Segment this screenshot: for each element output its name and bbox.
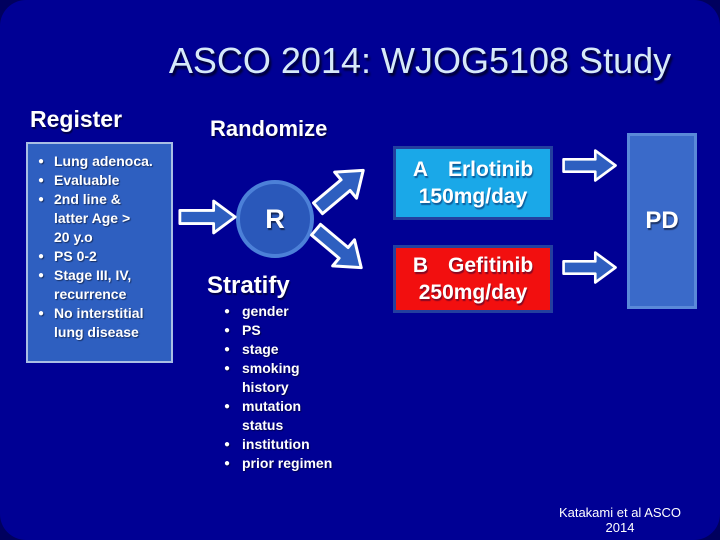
stratify-item-text: smoking history (242, 360, 300, 395)
bullet-icon: ● (37, 194, 45, 205)
register-criteria-list: ● Lung adenoca. ● Evaluable ● 2nd line &… (28, 144, 171, 342)
stratify-item-text: institution (242, 436, 310, 452)
stratify-factors-list: ● gender ● PS ● stage ● smoking history … (212, 302, 377, 473)
register-item-text: No interstitial lung disease (54, 305, 144, 340)
arrow-arm-b-to-pd-icon (559, 249, 621, 286)
bullet-icon: ● (37, 251, 45, 262)
randomization-node: R (236, 180, 314, 258)
stratify-list-item: ● stage (212, 340, 377, 359)
randomization-node-label: R (265, 203, 285, 234)
register-list-item: ● PS 0-2 (28, 247, 171, 266)
bullet-icon: ● (223, 363, 231, 374)
register-list-item: ● Stage III, IV, recurrence (28, 266, 171, 304)
register-list-item: ● Lung adenoca. (28, 152, 171, 171)
arm-b-line1: B Gefitinib (413, 252, 533, 279)
bullet-icon: ● (223, 439, 231, 450)
citation: Katakami et al ASCO 2014 (535, 505, 705, 535)
arm-a-erlotinib-box: A Erlotinib 150mg/day (393, 146, 553, 220)
stratify-item-text: prior regimen (242, 455, 333, 471)
stratify-list-item: ● institution (212, 435, 377, 454)
bullet-icon: ● (223, 401, 231, 412)
stratify-list-item: ● gender (212, 302, 377, 321)
arrow-randomize-to-arm-a-icon (301, 151, 380, 227)
bullet-icon: ● (37, 156, 45, 167)
register-criteria-box: ● Lung adenoca. ● Evaluable ● 2nd line &… (26, 142, 173, 363)
arrow-randomize-to-arm-b-icon (299, 211, 378, 287)
stratify-list-item: ● mutation status (212, 397, 377, 435)
register-item-text: Stage III, IV, recurrence (54, 267, 132, 302)
stratify-heading: Stratify (207, 272, 290, 299)
arm-b-dose: 250mg/day (418, 281, 528, 304)
slide-title: ASCO 2014: WJOG5108 Study (168, 40, 672, 81)
register-item-text: PS 0-2 (54, 248, 97, 264)
arm-b-label: B (412, 254, 428, 277)
arm-a-drug: Erlotinib (448, 158, 534, 181)
citation-line1: Katakami et al ASCO (558, 505, 682, 520)
arm-b-drug: Gefitinib (448, 254, 534, 277)
stratify-list-item: ● prior regimen (212, 454, 377, 473)
arrow-arm-a-to-pd-icon (559, 147, 621, 184)
register-list-item: ● Evaluable (28, 171, 171, 190)
bullet-icon: ● (37, 270, 45, 281)
register-item-text: Lung adenoca. (54, 153, 153, 169)
bullet-icon: ● (37, 308, 45, 319)
pd-endpoint-box: PD (627, 133, 697, 309)
arm-a-dose: 150mg/day (418, 185, 528, 208)
bullet-icon: ● (223, 344, 231, 355)
arm-a-label: A (412, 158, 428, 181)
bullet-icon: ● (223, 325, 231, 336)
pd-endpoint-label: PD (645, 207, 679, 234)
register-list-item: ● No interstitial lung disease (28, 304, 171, 342)
stratify-item-text: mutation status (242, 398, 302, 433)
bullet-icon: ● (223, 458, 231, 469)
stratify-list-item: ● smoking history (212, 359, 377, 397)
register-list-item: ● 2nd line & latter Age > 20 y.o (28, 190, 171, 247)
bullet-icon: ● (37, 175, 45, 186)
register-heading: Register (30, 106, 123, 132)
arrow-register-to-randomize-icon (178, 197, 238, 237)
register-item-text: Evaluable (54, 172, 120, 188)
stratify-item-text: gender (242, 303, 289, 319)
stratify-item-text: PS (242, 322, 261, 338)
arm-a-line1: A Erlotinib (413, 156, 533, 183)
register-item-text: 2nd line & latter Age > 20 y.o (54, 191, 131, 245)
bullet-icon: ● (223, 306, 231, 317)
randomize-heading: Randomize (210, 116, 328, 141)
stratify-list-item: ● PS (212, 321, 377, 340)
citation-line2: 2014 (605, 520, 635, 535)
stratify-item-text: stage (242, 341, 279, 357)
arm-b-gefitinib-box: B Gefitinib 250mg/day (393, 245, 553, 313)
